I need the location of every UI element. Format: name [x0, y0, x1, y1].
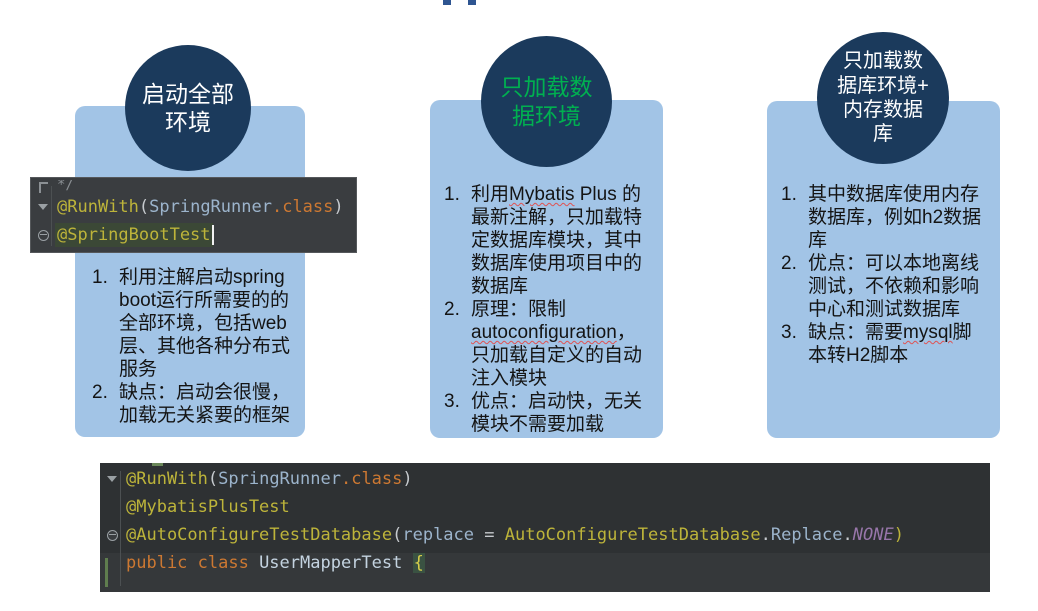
- code-line: public class UserMapperTest {: [100, 549, 990, 577]
- feature-list-full-env: 1. 利用注解启动spring boot运行所需要的的全部环境，包括web层、其他…: [92, 266, 298, 427]
- code-token: .: [760, 525, 771, 545]
- list-item: 3. 缺点：需要mysql脚本转H2脚本: [781, 321, 989, 367]
- list-text: 缺点：需要mysql脚本转H2脚本: [808, 322, 972, 366]
- list-text: 优点：启动快，无关模块不需要加载: [471, 391, 643, 435]
- code-token: @MybatisPlusTest: [126, 497, 290, 517]
- list-text: 其中数据库使用内存数据库，例如h2数据库: [808, 184, 982, 251]
- code-token: @SpringBootTest: [57, 225, 211, 245]
- code-text: @SpringBootTest: [57, 225, 214, 245]
- code-line: @AutoConfigureTestDatabase(replace = Aut…: [100, 521, 990, 549]
- code-text: public class UserMapperTest {: [126, 553, 425, 573]
- code-token: .class: [271, 197, 334, 217]
- gutter-fold-line: [51, 186, 52, 246]
- code-line: */: [31, 180, 356, 193]
- circle-label: 只加载数 据环境: [500, 74, 593, 129]
- text-caret: [211, 225, 214, 245]
- code-token: {: [412, 553, 425, 573]
- gutter: [31, 229, 55, 241]
- fold-icon: [38, 182, 48, 193]
- list-number: 3.: [444, 391, 460, 412]
- code-token: SpringRunner: [218, 469, 341, 489]
- code-token: @RunWith: [126, 469, 208, 489]
- list-item: 1. 其中数据库使用内存数据库，例如h2数据库: [781, 183, 989, 252]
- gutter-fold-line: [120, 471, 121, 586]
- code-line: @MybatisPlusTest: [100, 493, 990, 521]
- code-token: @AutoConfigureTestDatabase: [126, 525, 393, 545]
- clipped-title-fragment: [468, 0, 476, 5]
- info-card-data-env: 1. 利用Mybatis Plus 的最新注解，只加载特定数据库模块，其中数据库使…: [430, 100, 663, 438]
- feature-list-memory-db: 1. 其中数据库使用内存数据库，例如h2数据库 2. 优点：可以本地离线测试，不依赖和…: [781, 183, 989, 367]
- circle-label: 只加载数 据库环境+ 内存数据 库: [837, 50, 929, 146]
- list-text: 原理：限制autoconfiguration，只加载自定义的自动注入模块: [471, 299, 643, 389]
- list-number: 2.: [92, 382, 108, 403]
- list-number: 1.: [781, 184, 797, 205]
- code-line: @RunWith(SpringRunner.class): [100, 465, 990, 493]
- code-token: ): [333, 197, 344, 217]
- misspelled-word: mysql: [903, 322, 953, 343]
- list-item: 2. 原理：限制autoconfiguration，只加载自定义的自动注入模块: [444, 298, 652, 390]
- code-token: */: [57, 180, 74, 193]
- code-token: (: [138, 197, 150, 217]
- list-item: 1. 利用Mybatis Plus 的最新注解，只加载特定数据库模块，其中数据库使…: [444, 183, 652, 298]
- circle-label: 启动全部 环境: [142, 80, 234, 135]
- code-token: (: [392, 525, 403, 545]
- gutter: [31, 204, 55, 210]
- fold-icon: [106, 529, 118, 541]
- list-text: 缺点：启动会很慢，加载无关紧要的框架: [119, 382, 291, 426]
- fold-icon: [38, 204, 48, 210]
- code-token: replace: [402, 525, 475, 545]
- partial-code-fragment: [152, 463, 163, 466]
- topic-circle-data-env: 只加载数 据环境: [481, 36, 612, 167]
- topic-circle-memory-db: 只加载数 据库环境+ 内存数据 库: [817, 32, 949, 164]
- code-text: @RunWith(SpringRunner.class): [57, 197, 344, 217]
- list-text: 利用Mybatis Plus 的最新注解，只加载特定数据库模块，其中数据库使用项…: [471, 184, 643, 297]
- code-token: NONE: [852, 525, 894, 545]
- list-item: 3. 优点：启动快，无关模块不需要加载: [444, 390, 652, 436]
- list-number: 2.: [444, 299, 460, 320]
- code-token: SpringRunner: [149, 197, 272, 217]
- list-item: 1. 利用注解启动spring boot运行所需要的的全部环境，包括web层、其他…: [92, 266, 298, 381]
- misspelled-word: Mybatis: [509, 184, 575, 205]
- list-number: 1.: [92, 267, 108, 288]
- list-number: 3.: [781, 322, 797, 343]
- code-token: Replace: [770, 525, 843, 545]
- code-text: @RunWith(SpringRunner.class): [126, 469, 413, 489]
- code-line: @SpringBootTest: [31, 221, 356, 249]
- clipped-title-fragment: [443, 0, 451, 5]
- code-snippet-springboottest: */ @RunWith(SpringRunner.class) @SpringBoo…: [30, 177, 357, 253]
- fold-icon: [107, 476, 117, 482]
- code-snippet-usermappertest: @RunWith(SpringRunner.class)@MybatisPlus…: [100, 463, 990, 592]
- code-token: AutoConfigureTestDatabase: [504, 525, 761, 545]
- topic-circle-full-env: 启动全部 环境: [125, 45, 251, 171]
- code-token: UserMapperTest: [259, 553, 413, 573]
- code-token: @RunWith: [57, 197, 139, 217]
- list-number: 2.: [781, 253, 797, 274]
- code-text: */: [57, 180, 74, 193]
- code-token: public class: [126, 553, 260, 573]
- gutter: [100, 476, 124, 482]
- code-token: .class: [340, 469, 403, 489]
- code-line: @RunWith(SpringRunner.class): [31, 193, 356, 221]
- list-item: 2. 优点：可以本地离线测试，不依赖和影响中心和测试数据库: [781, 252, 989, 321]
- list-text: 优点：可以本地离线测试，不依赖和影响中心和测试数据库: [808, 253, 980, 320]
- code-text: @AutoConfigureTestDatabase(replace = Aut…: [126, 525, 904, 545]
- code-token: ): [402, 469, 413, 489]
- fold-icon: [37, 229, 49, 241]
- code-token: .: [842, 525, 853, 545]
- code-token: (: [207, 469, 219, 489]
- code-text: @MybatisPlusTest: [126, 497, 290, 517]
- gutter: [100, 529, 124, 541]
- misspelled-word: autoconfiguration: [471, 322, 617, 343]
- list-text: 利用注解启动spring boot运行所需要的的全部环境，包括web层、其他各种…: [119, 267, 291, 380]
- code-token: =: [474, 525, 505, 545]
- vcs-change-marker: [105, 558, 108, 587]
- code-token: ): [893, 525, 904, 545]
- feature-list-data-env: 1. 利用Mybatis Plus 的最新注解，只加载特定数据库模块，其中数据库使…: [444, 183, 652, 436]
- list-number: 1.: [444, 184, 460, 205]
- gutter: [31, 182, 55, 193]
- list-item: 2. 缺点：启动会很慢，加载无关紧要的框架: [92, 381, 298, 427]
